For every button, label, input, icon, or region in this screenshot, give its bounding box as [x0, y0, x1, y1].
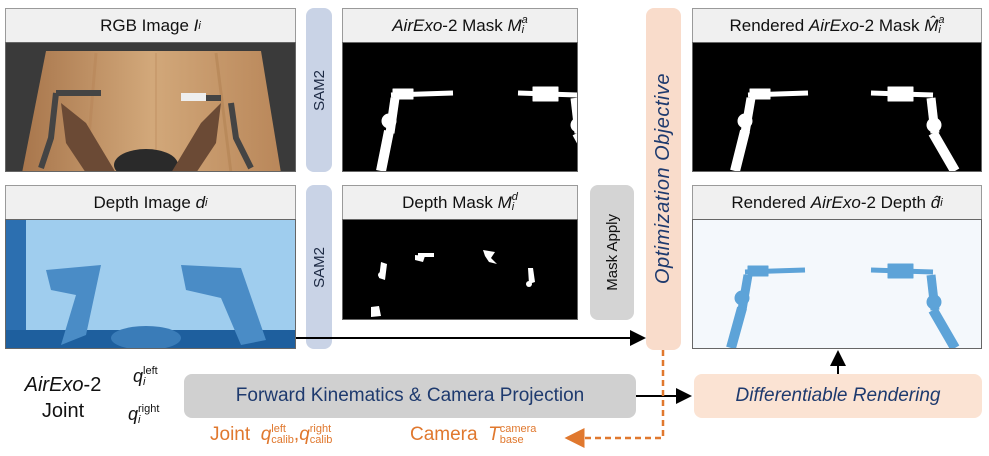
q-right-sub: i [138, 414, 141, 426]
camera-calib-label: Camera [410, 424, 478, 445]
joint-calib-label: Joint [210, 424, 251, 445]
rendered-depth-symbol: d̂ [930, 192, 941, 212]
exo-mask-symbol: M [507, 15, 522, 35]
rgb-symbol: I [193, 15, 199, 35]
optimization-objective: Optimization Objective [646, 8, 681, 350]
depth-mask-title-text: Depth Mask [402, 192, 493, 212]
calib-q-right-sup: right [309, 423, 332, 435]
q-right-symbol: q [128, 404, 139, 424]
calib-q-right-sub: calib [309, 434, 333, 446]
exo-mask-title-italic: AirExo [392, 15, 443, 35]
rgb-sub: i [198, 19, 201, 32]
rendered-depth-prefix: Rendered [731, 192, 806, 212]
rendered-mask-italic: AirExo [808, 15, 859, 35]
joint-line2: Joint [41, 400, 85, 422]
calib-q-left-sub: calib [271, 434, 294, 446]
sam2-label-bottom: SAM2 [306, 185, 332, 349]
depth-symbol: d [195, 192, 206, 212]
depth-mask-sub: i [511, 200, 515, 213]
rgb-image [5, 42, 296, 172]
depth-mask-image [342, 219, 578, 320]
q-left-sup: left [143, 365, 158, 377]
differentiable-rendering-text: Differentiable Rendering [735, 385, 941, 406]
joint-block: AirExo-2 Joint [8, 372, 118, 424]
rendered-depth-italic: AirExo [810, 192, 861, 212]
rendered-mask-prefix: Rendered [729, 15, 805, 35]
q-left-sub: i [143, 376, 146, 388]
depth-image [5, 219, 296, 349]
rendered-mask-sub: i [938, 23, 941, 36]
depth-mask-sup: d [511, 190, 518, 203]
rgb-scene [6, 43, 295, 171]
rendered-mask-image [692, 42, 982, 172]
joint-line1-italic: AirExo [24, 374, 84, 396]
calib-q-left-symbol: q [260, 424, 272, 445]
rendered-mask-rest: -2 Mask [858, 15, 920, 35]
differentiable-rendering-box: Differentiable Rendering [694, 374, 982, 418]
depth-mask-symbol: M [497, 192, 512, 212]
q-right-sup: right [138, 403, 160, 415]
forward-kinematics-text: Forward Kinematics & Camera Projection [235, 385, 585, 406]
rgb-title-text: RGB Image [100, 15, 189, 35]
rendered-mask-sup: a [938, 13, 945, 26]
rendered-depth-shapes [726, 263, 960, 348]
q-left-symbol: q [133, 366, 144, 386]
forward-kinematics-box: Forward Kinematics & Camera Projection [184, 374, 636, 418]
camera-calib-symbol: T [488, 424, 500, 445]
calib-q-left-sup: left [271, 423, 286, 435]
depth-sub: i [205, 196, 208, 209]
rendered-depth-sub: i [940, 196, 943, 209]
rendered-depth-title: Rendered AirExo-2 Depth d̂i [692, 185, 982, 219]
mask-apply-label: Mask Apply [590, 185, 634, 320]
rendered-depth-image [692, 219, 982, 349]
calib-q-right-symbol: q [299, 424, 310, 445]
exo-mask-shapes [376, 86, 577, 171]
rendered-mask-symbol: M̂ [924, 15, 939, 35]
exo-mask-title-rest: -2 Mask [442, 15, 503, 35]
sam2-label-top: SAM2 [306, 8, 332, 172]
depth-scene [6, 220, 295, 348]
camera-calib-sub: base [499, 434, 524, 446]
exo-mask-sup: a [521, 13, 528, 26]
joint-line1-rest: -2 [83, 374, 102, 396]
rendered-mask-shapes [730, 86, 960, 171]
exo-mask-sub: i [521, 23, 525, 36]
camera-calib-sup: camera [499, 423, 537, 435]
depth-mask-shapes [371, 250, 535, 317]
rendered-depth-rest: -2 Depth [860, 192, 927, 212]
joint-line1: AirExo-2 [8, 372, 118, 398]
depth-title-text: Depth Image [93, 192, 191, 212]
exo-mask-image [342, 42, 578, 172]
objective-to-camera-arrow [564, 350, 665, 448]
